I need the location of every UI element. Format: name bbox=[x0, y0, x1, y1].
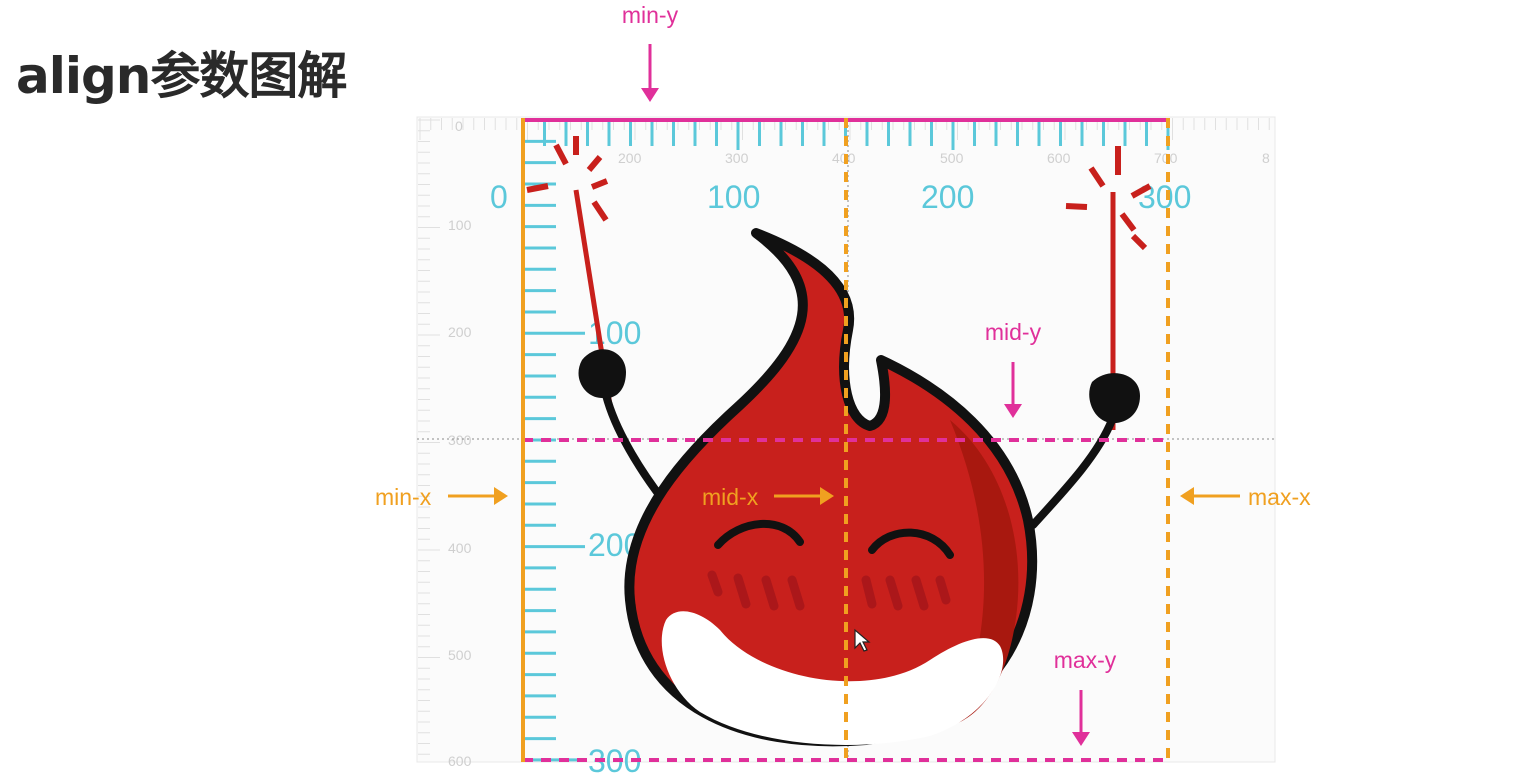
viewbox-top-tick: 200 bbox=[921, 179, 974, 215]
mid-x-label: mid-x bbox=[702, 484, 759, 510]
viewbox-top-tick: 0 bbox=[490, 179, 508, 215]
mid-x-arrow-icon bbox=[774, 487, 834, 505]
mouth bbox=[661, 611, 1004, 745]
outer-top-tick: 400 bbox=[832, 150, 856, 166]
right-arm bbox=[1029, 416, 1116, 529]
ruler-origin-glyph: 0 bbox=[455, 118, 463, 134]
max-y-label: max-y bbox=[1054, 647, 1117, 673]
left-arm bbox=[602, 391, 667, 504]
flame-shading bbox=[950, 420, 1019, 725]
outer-top-tick: 8 bbox=[1262, 150, 1270, 166]
mid-y-label: mid-y bbox=[985, 319, 1042, 345]
outer-left-tick: 600 bbox=[448, 753, 472, 769]
max-x-label: max-x bbox=[1248, 484, 1311, 510]
page-title: align参数图解 bbox=[16, 47, 347, 105]
min-y-label: min-y bbox=[622, 2, 679, 28]
blush-marks bbox=[707, 570, 951, 611]
viewbox-top-tick: 100 bbox=[707, 179, 760, 215]
right-eye bbox=[868, 528, 954, 559]
outer-top-tick: 300 bbox=[725, 150, 749, 166]
right-sparkle bbox=[1065, 146, 1152, 251]
outer-top-tick: 600 bbox=[1047, 150, 1071, 166]
outer-left-tick: 400 bbox=[448, 540, 472, 556]
outer-top-tick: 500 bbox=[940, 150, 964, 166]
outer-left-tick: 200 bbox=[448, 324, 472, 340]
viewbox-top-tick: 300 bbox=[1138, 179, 1191, 215]
outer-top-tick: 200 bbox=[618, 150, 642, 166]
align-guides bbox=[521, 118, 1170, 762]
right-hand bbox=[1089, 373, 1140, 424]
min-y-arrow-icon bbox=[641, 44, 659, 102]
min-x-label: min-x bbox=[375, 484, 432, 510]
outer-left-tick: 100 bbox=[448, 217, 472, 233]
left-sparkle bbox=[526, 136, 609, 222]
left-hand bbox=[578, 349, 626, 399]
outer-left-tick: 500 bbox=[448, 647, 472, 663]
mid-y-arrow-icon bbox=[1004, 362, 1022, 418]
max-y-arrow-icon bbox=[1072, 690, 1090, 746]
mouse-cursor-icon bbox=[854, 628, 871, 652]
left-eye bbox=[714, 519, 804, 549]
max-x-arrow-icon bbox=[1180, 487, 1240, 505]
outer-left-tick: 300 bbox=[448, 432, 472, 448]
flame-mascot bbox=[526, 136, 1152, 747]
min-x-arrow-icon bbox=[448, 487, 508, 505]
outer-top-tick: 700 bbox=[1154, 150, 1178, 166]
